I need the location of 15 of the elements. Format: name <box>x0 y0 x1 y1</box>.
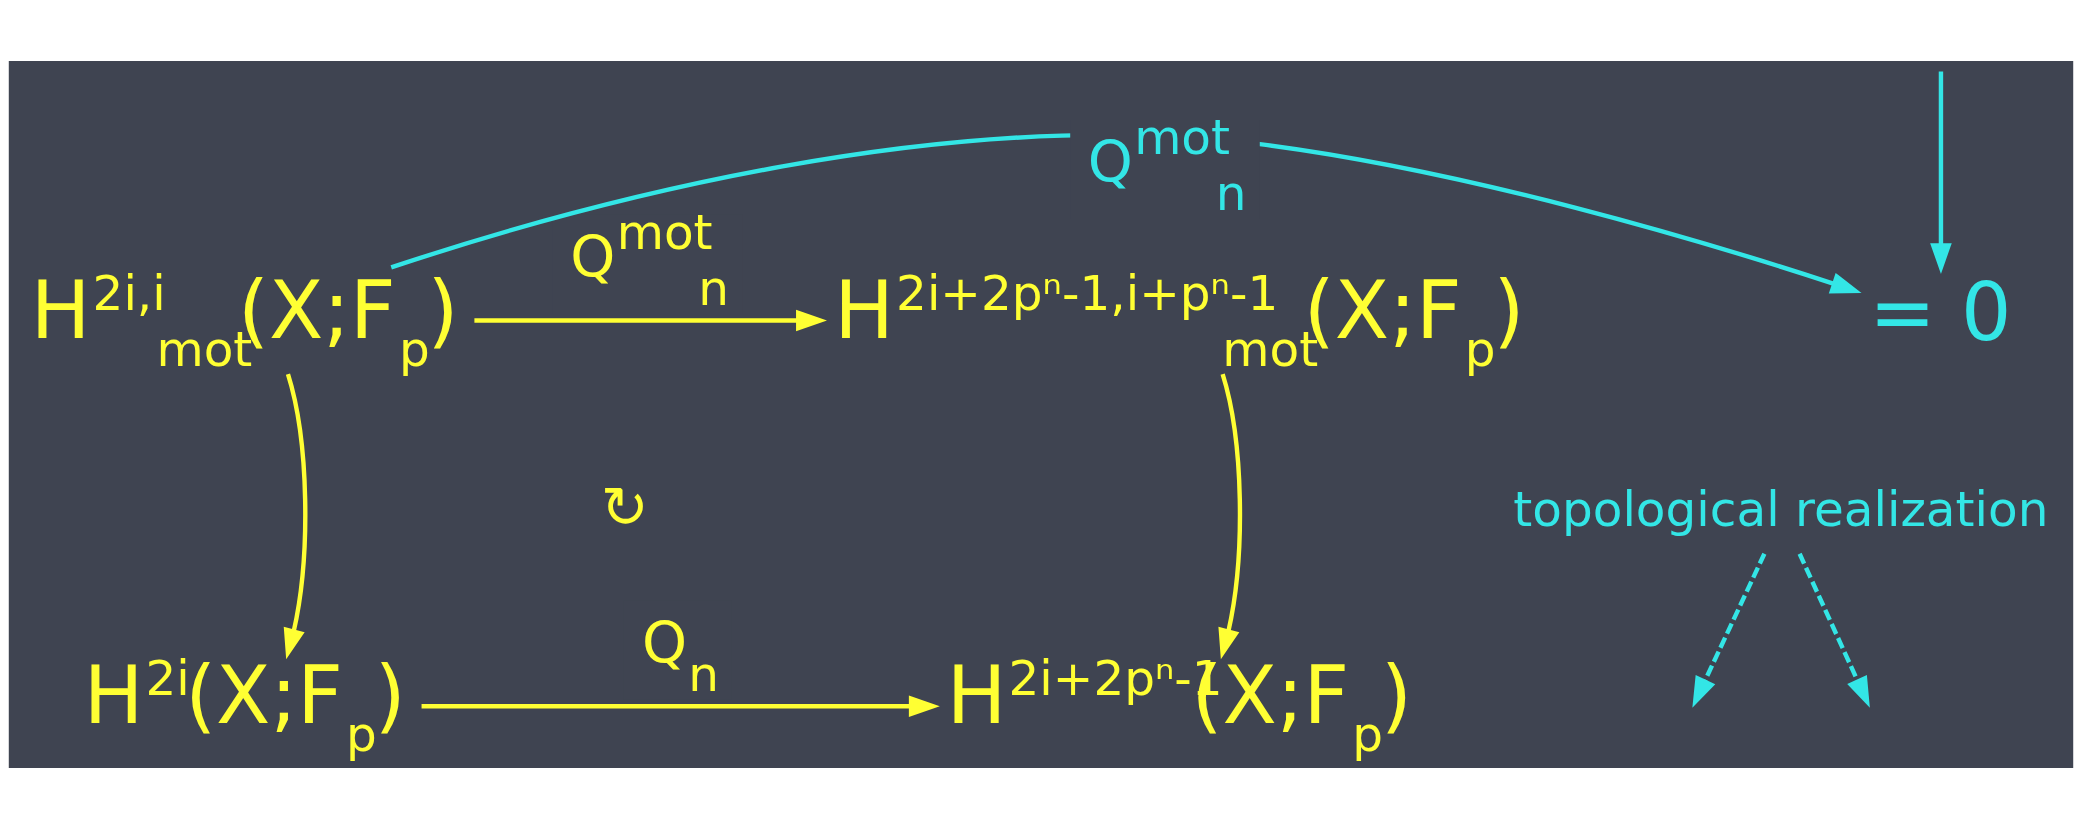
arrow <box>1797 552 1870 708</box>
arrow <box>474 309 827 332</box>
label: ↻ <box>600 474 649 542</box>
arrow <box>1930 71 1952 275</box>
arrow <box>421 695 940 718</box>
arrow <box>283 373 308 660</box>
node-text: topological realization <box>1513 480 2049 537</box>
node-text: H$^{2i+2pⁿ-1,i+pⁿ-1}$$_{mot}$(X;F$_{p}$) <box>834 263 1525 377</box>
node-text: H$^{2i,i}$$_{mot}$(X;F$_{p}$) <box>30 263 459 377</box>
arrow <box>1692 552 1767 708</box>
node-text: H$^{2i}$(X;F$_{p}$) <box>83 649 406 763</box>
node-text: H$^{2i+2pⁿ-1}$(X;F$_{p}$) <box>946 649 1412 763</box>
arrow <box>1218 373 1243 660</box>
edge-label: Q$_{n}$ <box>642 609 720 702</box>
node-text: = 0 <box>1869 265 2012 359</box>
